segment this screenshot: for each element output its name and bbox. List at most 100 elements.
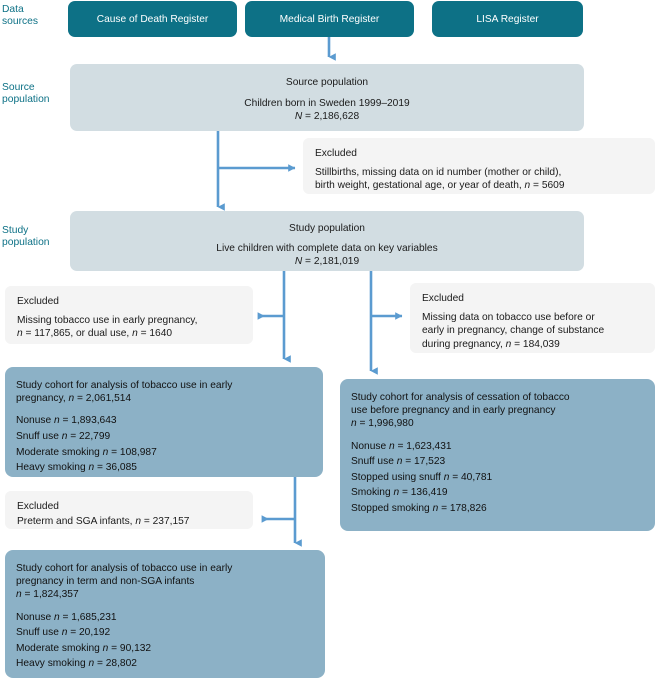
cohort-row-label: Nonuse: [351, 440, 389, 452]
stage-label-source-population: Source population: [2, 82, 50, 106]
excluded-n-symbol-a: n: [17, 328, 23, 340]
cohort-row-label: Nonuse: [16, 415, 54, 427]
stage-label-data-sources: Data sources: [2, 4, 39, 28]
excluded-n-symbol: n: [135, 515, 142, 527]
excluded-heading: Excluded: [315, 148, 357, 159]
cohort-heading: Study cohort for analysis of tobacco use…: [16, 379, 312, 405]
cohort-row-n-symbol: n: [432, 502, 439, 514]
cohort-row-label: Snuff use: [351, 456, 397, 468]
excluded-line-2-text: birth weight, gestational age, or year o…: [315, 180, 525, 192]
excluded-line-2: early in pregnancy, change of substance: [422, 325, 605, 337]
cohort-row-n-symbol: n: [388, 440, 395, 452]
source-population-n-value: = 2,186,628: [302, 111, 360, 122]
cohort-heading: Study cohort for analysis of cessation o…: [351, 391, 644, 431]
cohort-row: Stopped smoking n = 178,826: [351, 501, 644, 517]
cohort-row-n-symbol: n: [61, 431, 68, 442]
cohort-row-value: = 1,685,231: [59, 611, 117, 623]
source-population-box: Source population Children born in Swede…: [70, 64, 584, 131]
cohort-row-value: = 17,523: [402, 456, 446, 468]
cohort-row-n-symbol: n: [53, 611, 60, 623]
cohort-row-n-symbol: n: [53, 415, 60, 427]
cohort-row: Stopped using snuff n = 40,781: [351, 470, 644, 486]
cohort-row-label: Snuff use: [16, 431, 62, 442]
cohort-n-symbol: n: [16, 589, 22, 601]
cohort-row-n-symbol: n: [88, 462, 95, 474]
cohort-row-value: = 40,781: [449, 471, 493, 483]
cohort-row-value: = 1,623,431: [394, 440, 452, 452]
excluded-box-missing-tobacco-early: Excluded Missing tobacco use in early pr…: [5, 286, 253, 344]
cohort-heading-line-2: pregnancy, n = 2,061,514: [16, 392, 312, 405]
register-label: Cause of Death Register: [96, 13, 209, 25]
excluded-box-stillbirths: Excluded Stillbirths, missing data on id…: [303, 138, 655, 194]
stage-label-study-population: Study population: [2, 225, 50, 249]
cohort-row-value: = 28,802: [94, 658, 137, 670]
study-population-title: Study population: [289, 223, 365, 234]
cohort-row-value: = 1,893,643: [59, 415, 117, 427]
cohort-n-symbol: n: [351, 418, 357, 430]
cohort-row: Moderate smoking n = 108,987: [16, 445, 312, 461]
excluded-line-2: birth weight, gestational age, or year o…: [315, 179, 643, 193]
excluded-n-value: = 237,157: [141, 515, 190, 527]
cohort-row: Moderate smoking n = 90,132: [16, 641, 314, 657]
cohort-row-value: = 178,826: [438, 502, 487, 514]
cohort-row: Heavy smoking n = 36,085: [16, 460, 312, 476]
study-population-count: N = 2,181,019: [70, 255, 584, 268]
excluded-box-preterm-sga: Excluded Preterm and SGA infants, n = 23…: [5, 491, 253, 529]
study-population-n-symbol: N: [294, 256, 303, 267]
cohort-row: Snuff use n = 17,523: [351, 454, 644, 470]
cohort-row-value: = 136,419: [399, 487, 448, 499]
excluded-n-value-b: = 1640: [137, 328, 173, 340]
source-population-title: Source population: [285, 77, 369, 88]
cohort-row-n-symbol: n: [396, 456, 403, 468]
cohort-row: Smoking n = 136,419: [351, 485, 644, 501]
cohort-row-value: = 90,132: [108, 642, 152, 654]
excluded-n-value-a: = 117,865, or dual use,: [22, 328, 133, 340]
excluded-heading: Excluded: [17, 501, 59, 512]
cohort-row-label: Nonuse: [16, 611, 54, 623]
cohort-row-value: = 108,987: [108, 446, 157, 458]
cohort-box-tobacco-use-early-pregnancy: Study cohort for analysis of tobacco use…: [5, 367, 323, 477]
cohort-row-label: Moderate smoking: [16, 642, 103, 654]
cohort-row-label: Stopped smoking: [351, 502, 433, 514]
excluded-n-symbol-b: n: [132, 328, 138, 340]
excluded-line-2: n = 117,865, or dual use, n = 1640: [17, 327, 241, 341]
excluded-heading: Excluded: [422, 293, 464, 304]
cohort-row: Snuff use n = 20,192: [16, 625, 314, 641]
cohort-heading: Study cohort for analysis of tobacco use…: [16, 562, 314, 602]
study-population-box: Study population Live children with comp…: [70, 211, 584, 271]
cohort-heading-text: pregnancy,: [16, 393, 69, 405]
cohort-row-n-symbol: n: [102, 446, 109, 458]
source-population-line1: Children born in Sweden 1999–2019: [244, 98, 410, 109]
excluded-line-1: Missing tobacco use in early pregnancy,: [17, 314, 198, 326]
excluded-heading: Excluded: [17, 296, 59, 307]
register-box-cause-of-death[interactable]: Cause of Death Register: [68, 1, 237, 37]
cohort-row-value: = 20,192: [67, 627, 111, 639]
excluded-line-1: Stillbirths, missing data on id number (…: [315, 166, 562, 178]
cohort-heading-line-2: pregnancy in term and non-SGA infants: [16, 576, 195, 588]
register-box-lisa[interactable]: LISA Register: [432, 1, 583, 37]
cohort-n-value: = 1,824,357: [21, 589, 79, 601]
cohort-row: Nonuse n = 1,685,231: [16, 610, 314, 626]
cohort-n-symbol: n: [68, 393, 75, 405]
cohort-row-label: Heavy smoking: [16, 462, 89, 474]
cohort-row-n-symbol: n: [443, 471, 450, 483]
cohort-heading-line-1: Study cohort for analysis of tobacco use…: [16, 380, 233, 391]
study-population-n-value: = 2,181,019: [302, 256, 360, 267]
cohort-heading-line-3: n = 1,996,980: [351, 417, 644, 430]
cohort-heading-line-1: Study cohort for analysis of tobacco use…: [16, 563, 233, 574]
cohort-row-label: Stopped using snuff: [351, 471, 444, 483]
cohort-heading-line-2: use before pregnancy and in early pregna…: [351, 405, 556, 417]
register-box-medical-birth[interactable]: Medical Birth Register: [245, 1, 414, 37]
cohort-n-value: = 1,996,980: [356, 418, 414, 430]
excluded-box-missing-tobacco-before: Excluded Missing data on tobacco use bef…: [410, 283, 655, 353]
cohort-n-value: = 2,061,514: [74, 393, 132, 405]
cohort-row: Nonuse n = 1,623,431: [351, 439, 644, 455]
cohort-row-label: Smoking: [351, 487, 394, 499]
cohort-row: Snuff use n = 22,799: [16, 429, 312, 445]
excluded-n-value: = 184,039: [511, 339, 560, 351]
excluded-line-1: Missing data on tobacco use before or: [422, 311, 595, 323]
excluded-n-symbol: n: [524, 180, 531, 192]
source-population-n-symbol: N: [294, 111, 303, 122]
excluded-n-symbol: n: [505, 339, 512, 351]
